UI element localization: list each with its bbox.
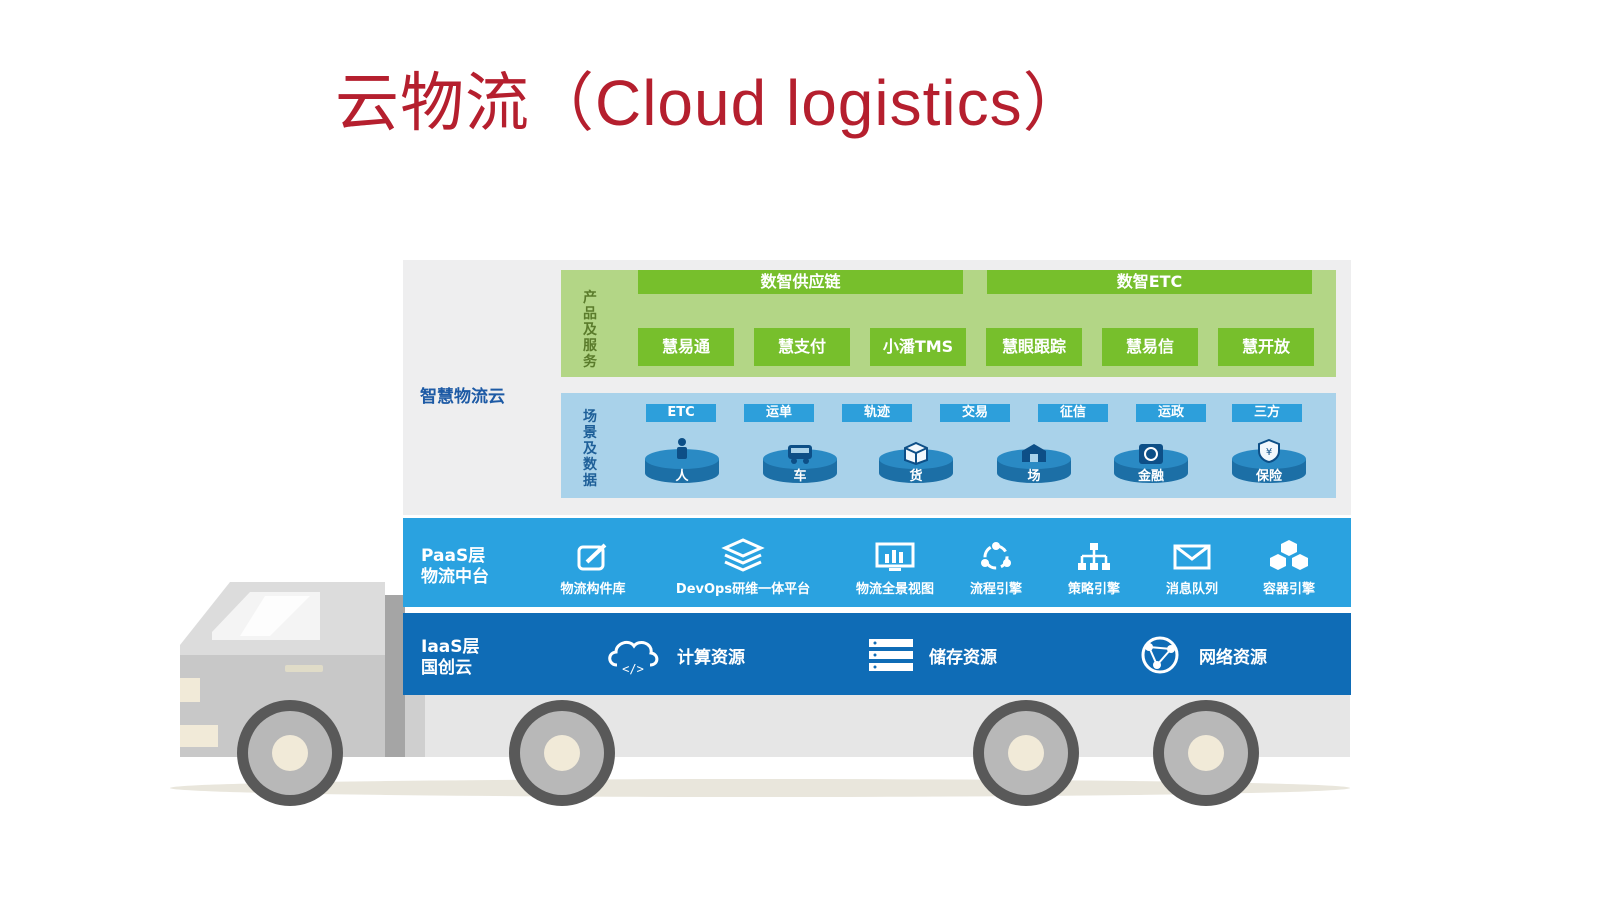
component-icon (577, 543, 607, 571)
scene-tag: ETC (646, 404, 716, 422)
flow-icon (981, 542, 1011, 570)
scene-tag: 交易 (940, 404, 1010, 422)
scenes-data-panel: 场景及数据 ETC 运单 轨迹 交易 征信 运政 三方 人 车 货 场 金融 (561, 393, 1336, 498)
scene-tag: 三方 (1232, 404, 1302, 422)
svg-text:</>: </> (622, 662, 644, 675)
products-services-panel: 产品及服务 数智供应链 数智ETC 慧易通 慧支付 小潘TMS 慧眼跟踪 慧易信… (561, 270, 1336, 377)
shield-icon: ¥ (1232, 438, 1306, 465)
dashboard-icon (875, 542, 915, 571)
paas-label: PaaS层 物流中台 (421, 546, 489, 587)
scene-entity-site: 场 (997, 449, 1071, 489)
box-icon (879, 441, 953, 467)
iaas-item-compute[interactable]: </> 计算资源 (603, 635, 745, 675)
group-bar-supply-chain: 数智供应链 (638, 270, 963, 294)
network-icon (1141, 636, 1179, 674)
paas-item-flow-engine[interactable]: 流程引擎 (956, 542, 1036, 597)
paas-item-devops[interactable]: DevOps研维一体平台 (658, 538, 828, 597)
truck-illustration (170, 582, 1350, 806)
server-icon (869, 639, 913, 671)
iaas-layer: IaaS层 国创云 </> 计算资源 储存资源 网络资源 (403, 613, 1351, 695)
building-icon (997, 443, 1071, 469)
layers-icon (721, 538, 765, 572)
cubes-icon (1270, 540, 1308, 570)
product-item[interactable]: 慧支付 (754, 328, 850, 366)
truck-icon (763, 443, 837, 469)
person-icon (645, 437, 719, 463)
paas-item-strategy-engine[interactable]: 策略引擎 (1054, 542, 1134, 597)
svg-text:¥: ¥ (1266, 447, 1272, 458)
scenes-label: 场景及数据 (583, 409, 597, 489)
mail-icon (1173, 544, 1211, 570)
scene-tag: 征信 (1038, 404, 1108, 422)
paas-item-panorama-view[interactable]: 物流全景视图 (840, 542, 950, 597)
product-item[interactable]: 小潘TMS (870, 328, 966, 366)
paas-item-component-library[interactable]: 物流构件库 (543, 542, 643, 597)
product-item[interactable]: 慧眼跟踪 (986, 328, 1082, 366)
scene-tag: 运单 (744, 404, 814, 422)
iaas-item-storage[interactable]: 储存资源 (867, 635, 997, 675)
scene-tag: 运政 (1136, 404, 1206, 422)
platform-label: 智慧物流云 (420, 387, 505, 407)
product-item[interactable]: 慧易信 (1102, 328, 1198, 366)
paas-item-message-queue[interactable]: 消息队列 (1152, 542, 1232, 597)
products-label: 产品及服务 (583, 290, 597, 370)
group-bar-etc: 数智ETC (987, 270, 1312, 294)
paas-item-container-engine[interactable]: 容器引擎 (1249, 538, 1329, 597)
coin-icon (1114, 443, 1188, 469)
paas-layer: PaaS层 物流中台 物流构件库 DevOps研维一体平台 物流全景视图 流程引… (403, 518, 1351, 607)
product-item[interactable]: 慧易通 (638, 328, 734, 366)
product-item[interactable]: 慧开放 (1218, 328, 1314, 366)
hierarchy-icon (1078, 543, 1110, 570)
iaas-item-network[interactable]: 网络资源 (1135, 635, 1267, 675)
iaas-label: IaaS层 国创云 (421, 637, 480, 678)
scene-tag: 轨迹 (842, 404, 912, 422)
cloud-code-icon: </> (608, 640, 659, 675)
page-title: 云物流（Cloud logistics） (335, 67, 1088, 139)
